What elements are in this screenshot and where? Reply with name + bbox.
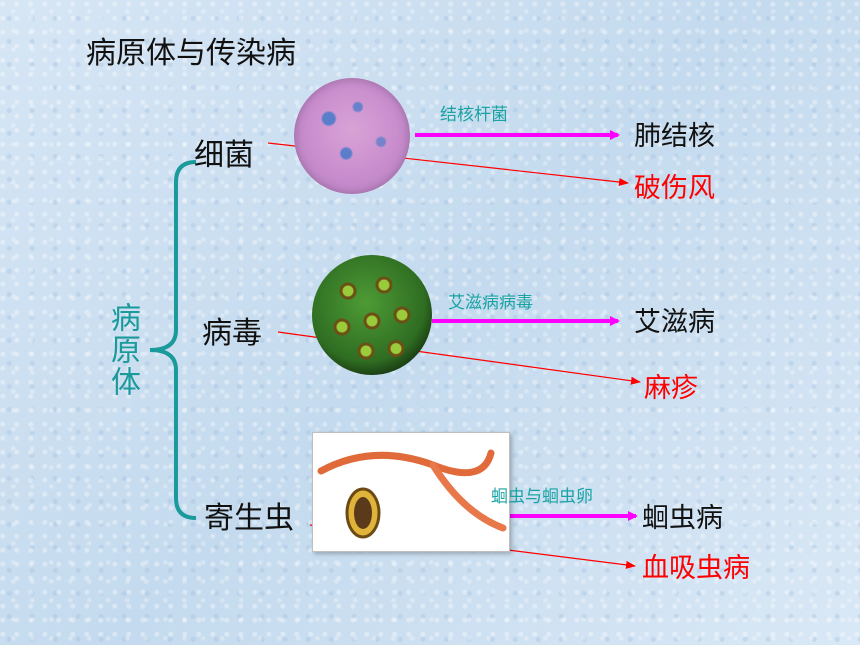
- other-disease-parasite: 血吸虫病: [642, 553, 750, 584]
- virus-particle-icon: [312, 255, 432, 375]
- disease-virus: 艾滋病: [634, 307, 715, 338]
- category-virus: 病毒: [202, 316, 262, 351]
- category-bacteria: 细菌: [194, 138, 254, 173]
- other-disease-virus: 麻疹: [644, 373, 698, 404]
- page-title: 病原体与传染病: [86, 36, 296, 71]
- pathogen-parasite: 蛔虫与蛔虫卵: [491, 487, 593, 507]
- disease-bacteria: 肺结核: [634, 121, 715, 152]
- roundworm-and-egg-icon: [312, 432, 510, 552]
- bacteria-micrograph-icon: [294, 78, 410, 194]
- other-disease-bacteria: 破伤风: [634, 173, 715, 204]
- pathogen-virus: 艾滋病病毒: [448, 293, 533, 313]
- pathogen-bacteria: 结核杆菌: [440, 105, 508, 125]
- disease-parasite: 蛔虫病: [642, 503, 723, 534]
- category-parasite: 寄生虫: [204, 501, 294, 536]
- side-label: 病原体: [105, 302, 140, 398]
- category-brace: [149, 160, 197, 520]
